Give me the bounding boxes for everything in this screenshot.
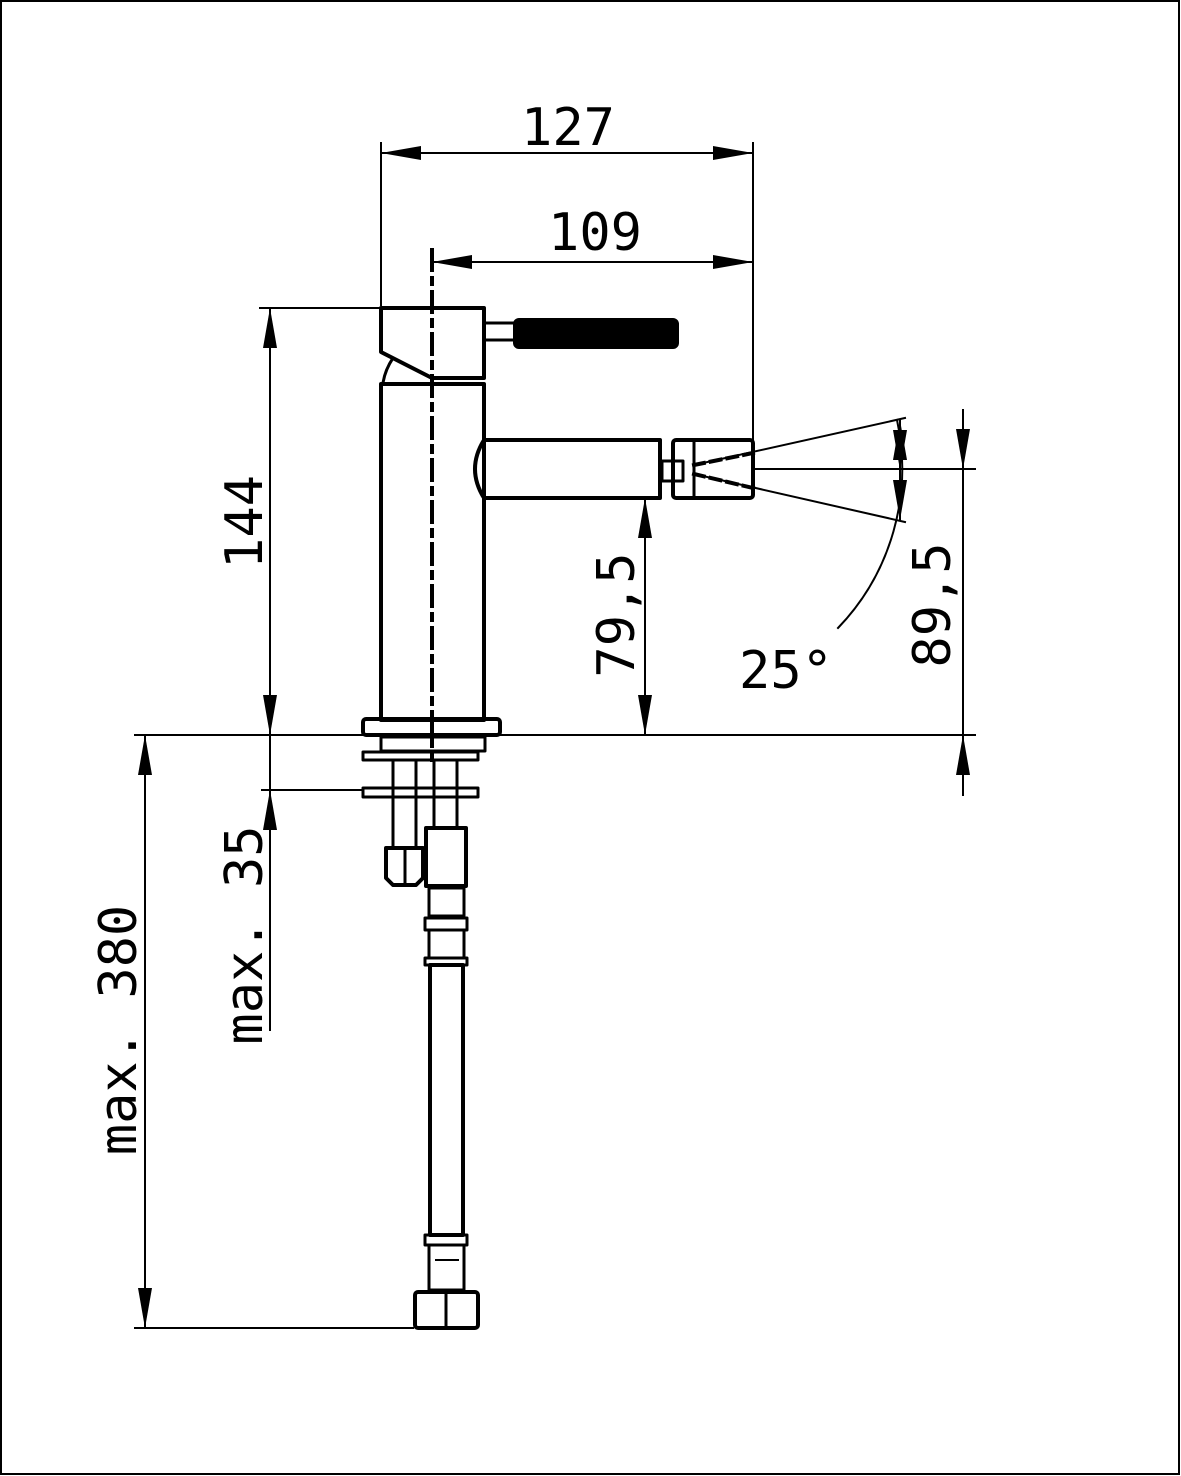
fixing-plate bbox=[361, 786, 480, 799]
dim-79-5-label: 79,5 bbox=[587, 552, 647, 677]
dim-max380-label: max. 380 bbox=[89, 905, 149, 1155]
lever-housing bbox=[379, 306, 486, 380]
spout bbox=[473, 438, 662, 500]
faucet bbox=[361, 306, 756, 1330]
supply-hose bbox=[428, 963, 465, 1237]
dim-max35-label: max. 35 bbox=[215, 825, 275, 1044]
aerator bbox=[671, 438, 755, 500]
dimension-lines bbox=[138, 146, 970, 1329]
angle-label: 25° bbox=[739, 641, 833, 701]
lever-handle bbox=[513, 318, 679, 349]
fixing-nut bbox=[384, 846, 425, 887]
dim-89-5-label: 89,5 bbox=[903, 542, 963, 667]
dim-109-label: 109 bbox=[548, 203, 642, 263]
hose-connector bbox=[424, 826, 468, 888]
lever-stem bbox=[482, 321, 517, 342]
dim-127-label: 127 bbox=[521, 98, 615, 158]
angle-arc bbox=[836, 418, 904, 630]
washer bbox=[361, 750, 480, 762]
dim-144-label: 144 bbox=[215, 475, 275, 569]
